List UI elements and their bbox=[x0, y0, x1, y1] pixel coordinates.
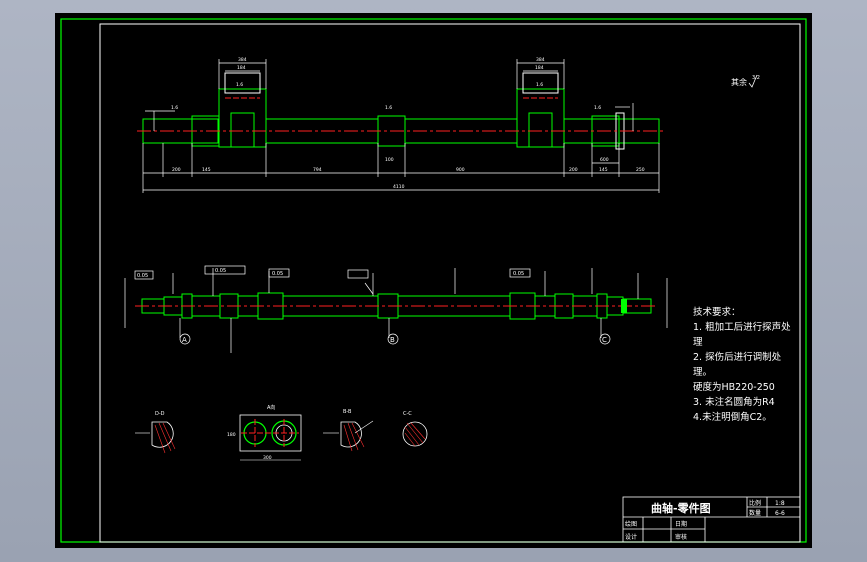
section-a-dim: 300 bbox=[263, 455, 272, 461]
note-line-1: 1. 粗加工后进行探声处 bbox=[693, 322, 791, 333]
roughness-4: 1.6 bbox=[536, 82, 543, 88]
marker-a: A bbox=[182, 336, 187, 344]
technical-notes: 技术要求： 1. 粗加工后进行探声处 理 2. 探伤后进行调制处 理。 硬度为H… bbox=[693, 305, 791, 425]
dim-crank-width-right: 384 bbox=[536, 57, 545, 63]
dim-seg1: 200 bbox=[172, 167, 181, 173]
marker-b: B bbox=[390, 336, 395, 344]
scale-label: 比例 bbox=[749, 499, 761, 507]
note-line-3: 2. 探伤后进行调制处 bbox=[693, 352, 782, 363]
top-dimension-labels: 384 184 384 184 200 145 794 100 900 200 … bbox=[171, 57, 645, 190]
dim-crank-inner: 184 bbox=[237, 65, 246, 71]
tol-frame-3: 0.05 bbox=[272, 271, 283, 277]
section-b-label: B-B bbox=[343, 409, 352, 415]
qty-value: 6-6 bbox=[775, 510, 785, 517]
part-name: 曲轴-零件图 bbox=[651, 501, 711, 515]
tol-frame-1: 0.05 bbox=[137, 273, 148, 279]
note-line-5: 硬度为HB220-250 bbox=[693, 382, 775, 393]
tolerance-frames: 0.05 0.05 0.05 0.05 bbox=[134, 265, 531, 280]
tol-frame-2: 0.05 bbox=[215, 268, 226, 274]
dim-total: 4110 bbox=[393, 184, 405, 190]
dim-seg8: 600 bbox=[600, 157, 609, 163]
roughness-check-icon bbox=[748, 74, 758, 88]
top-shaft-view bbox=[142, 72, 660, 150]
date-label: 日期 bbox=[675, 520, 687, 528]
dim-crank-inner-right: 184 bbox=[535, 65, 544, 71]
note-line-7: 4.未注明倒角C2。 bbox=[693, 412, 772, 423]
section-c: C-C bbox=[402, 411, 428, 447]
note-line-4: 理。 bbox=[693, 367, 713, 378]
dim-seg2: 145 bbox=[202, 167, 211, 173]
dim-seg4: 100 bbox=[385, 157, 394, 163]
section-d-label: D-D bbox=[155, 411, 165, 417]
notes-title: 技术要求： bbox=[693, 307, 741, 318]
note-line-6: 3. 未注名圆角为R4 bbox=[693, 397, 775, 408]
drawing-sheet: 384 184 384 184 200 145 794 100 900 200 … bbox=[55, 13, 812, 548]
title-block bbox=[622, 496, 801, 543]
title-block-labels: 比例 1:8 数量 6-6 绘图 设计 日期 审核 bbox=[625, 499, 785, 541]
design-label: 设计 bbox=[625, 533, 637, 541]
section-a-label: A向 bbox=[267, 404, 275, 411]
dim-seg5: 900 bbox=[456, 167, 465, 173]
marker-c: C bbox=[602, 336, 607, 344]
roughness-1: 1.6 bbox=[171, 105, 178, 111]
inner-frame bbox=[99, 23, 801, 543]
roughness-symbol-label: 其余 bbox=[731, 77, 747, 87]
other-roughness: 其余 3.2 bbox=[731, 74, 760, 88]
section-c-label: C-C bbox=[403, 411, 412, 417]
dim-seg3: 794 bbox=[313, 167, 322, 173]
section-b: B-B bbox=[323, 409, 374, 452]
note-line-2: 理 bbox=[693, 337, 703, 348]
section-d: D-D bbox=[135, 411, 176, 454]
dim-seg7: 145 bbox=[599, 167, 608, 173]
qty-label: 数量 bbox=[749, 509, 761, 517]
scale-value: 1:8 bbox=[775, 500, 785, 507]
top-dimensions bbox=[142, 59, 660, 193]
roughness-5: 1.6 bbox=[594, 105, 601, 111]
section-a-view: A向 300 180 bbox=[227, 404, 302, 461]
dim-seg9: 250 bbox=[636, 167, 645, 173]
section-markers: A B C bbox=[179, 333, 611, 345]
dim-seg6: 200 bbox=[569, 167, 578, 173]
roughness-3: 1.6 bbox=[385, 105, 392, 111]
section-a-height: 180 bbox=[227, 432, 236, 438]
tol-frame-4: 0.05 bbox=[513, 271, 524, 277]
bottom-dimensions bbox=[124, 268, 668, 353]
dim-crank-width: 384 bbox=[238, 57, 247, 63]
crankshaft-drawing: 384 184 384 184 200 145 794 100 900 200 … bbox=[60, 18, 807, 543]
end-keyway bbox=[621, 299, 627, 313]
drawn-label: 绘图 bbox=[625, 520, 637, 528]
review-label: 审核 bbox=[675, 533, 687, 541]
roughness-2: 1.6 bbox=[236, 82, 243, 88]
